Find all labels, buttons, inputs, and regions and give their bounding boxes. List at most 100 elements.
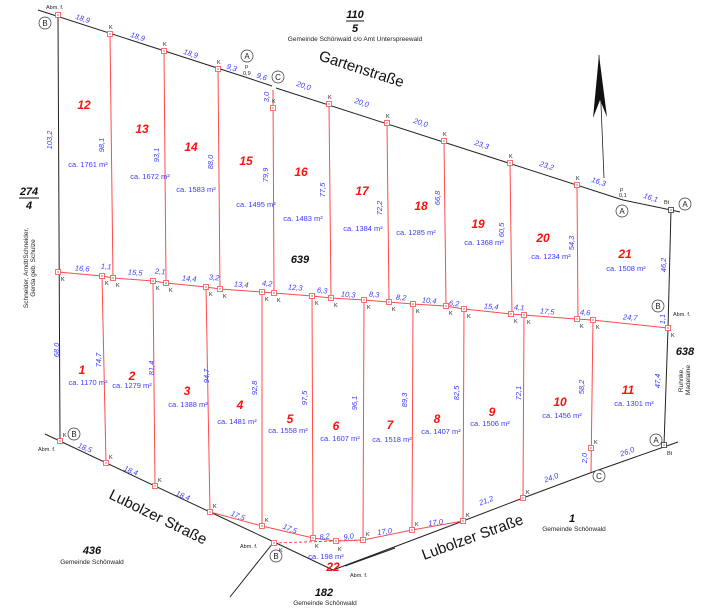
owner-1: Gemeinde Schönwald [542,526,606,533]
marker-dot [272,107,274,109]
parcel-3[interactable]: 3ca. 1388 m² [168,384,208,409]
p-label: p [620,187,623,193]
ref-point-a: A [649,433,663,447]
parcel-area: ca. 1583 m² [176,185,216,194]
owner-436: Gemeinde Schönwald [60,559,124,566]
west-boundary [57,14,61,442]
dimension-label: 66,8 [433,190,442,205]
dimension-label: 23,2 [537,159,555,173]
marker-dot [101,275,103,277]
k-label: K [63,433,67,439]
parcel-2[interactable]: 2ca. 1279 m² [112,369,152,390]
k-label: K [105,281,109,287]
marker-dot [152,280,154,282]
flur-110-num: 110 [346,9,364,21]
parcel-line [109,33,114,279]
dimension-label: 24,7 [622,312,639,322]
marker-dot [57,271,59,273]
flur-110-den: 5 [352,23,359,35]
parcel-line [272,89,275,294]
ref-point-c: C [271,70,285,84]
parcel-number: 19 [471,217,485,231]
gartenstrasse-boundary-east [275,87,681,213]
dimension-label: 93,1 [152,148,161,163]
southern-parcel-line [209,511,464,542]
parcel-number: 21 [617,247,632,261]
k-label: K [277,298,281,304]
owner-182: Gemeinde Schönwald [293,600,357,607]
parcel-area: ca. 1384 m² [343,224,383,233]
parcel-number: 7 [387,418,395,432]
parcel-number: 16 [294,165,308,179]
dimension-label: 8,3 [369,290,381,300]
parcel-5[interactable]: 5ca. 1558 m² [268,412,308,435]
marker-dot [335,540,337,542]
parcel-4[interactable]: 4ca. 1481 m² [217,398,257,426]
marker-dot [109,33,111,35]
dimension-label: 17,0 [377,526,394,537]
parcel-16[interactable]: 16 ca. 1483 m² [283,165,323,223]
k-label: K [466,513,470,519]
parcel-number: 10 [553,395,567,409]
k-label: K [514,319,518,325]
dimension-label: 74,7 [94,352,103,367]
marker-dot [363,299,365,301]
marker-dot [576,184,578,186]
parcel-number: 13 [135,122,149,136]
parcel-area: ca. 1301 m² [614,399,654,408]
parcel-9[interactable]: 9ca. 1506 m² [470,405,510,428]
dimension-label: 12,3 [288,282,304,292]
marker-dot [590,447,592,449]
parcel-6[interactable]: 6ca. 1607 m² [320,419,360,443]
k-label: K [392,307,396,313]
dimension-label: 20,0 [411,116,429,130]
marker-dot [463,308,465,310]
parcel-area: ca. 1483 m² [283,214,323,223]
abm-label: Abm. f. [46,5,64,11]
dimension-label: 18,9 [74,12,91,25]
parcel-number: 1 [79,363,86,377]
dimension-label: 88,0 [206,154,215,169]
ref-letter: B [42,19,47,28]
dimension-label: 18,4 [122,464,139,478]
dimension-label: 9,3 [225,62,238,74]
dimension-label: 2,1 [154,266,166,276]
parcel-line [443,140,447,307]
dimension-label: 98,1 [97,138,106,153]
marker-dot [312,537,314,539]
ref-letter: C [596,472,602,481]
marker-dot [219,288,221,290]
street-gartenstrasse: Gartenstraße [317,48,406,91]
marker-dot [57,14,59,16]
k-label: K [509,154,513,160]
k-label: K [594,440,598,446]
dimension-label: 58,2 [577,379,586,394]
p-value: 0,1 [619,193,627,199]
dimension-label: 82,5 [452,385,461,400]
parcel-area: ca. 1234 m² [531,252,571,261]
ref-point-b: B [651,299,665,313]
parcel-line [411,303,414,531]
k-label: K [596,325,600,331]
parcel-1[interactable]: 1ca. 1170 m² [68,363,108,387]
k-label: K [671,333,675,339]
parcel-8[interactable]: 8ca. 1407 m² [421,412,461,436]
marker-dot [667,327,669,329]
k-label: K [467,314,471,320]
parcel-7[interactable]: 7ca. 1518 m² [372,418,412,444]
parcel-line [101,275,107,464]
dimension-label: 17,5 [540,306,556,316]
